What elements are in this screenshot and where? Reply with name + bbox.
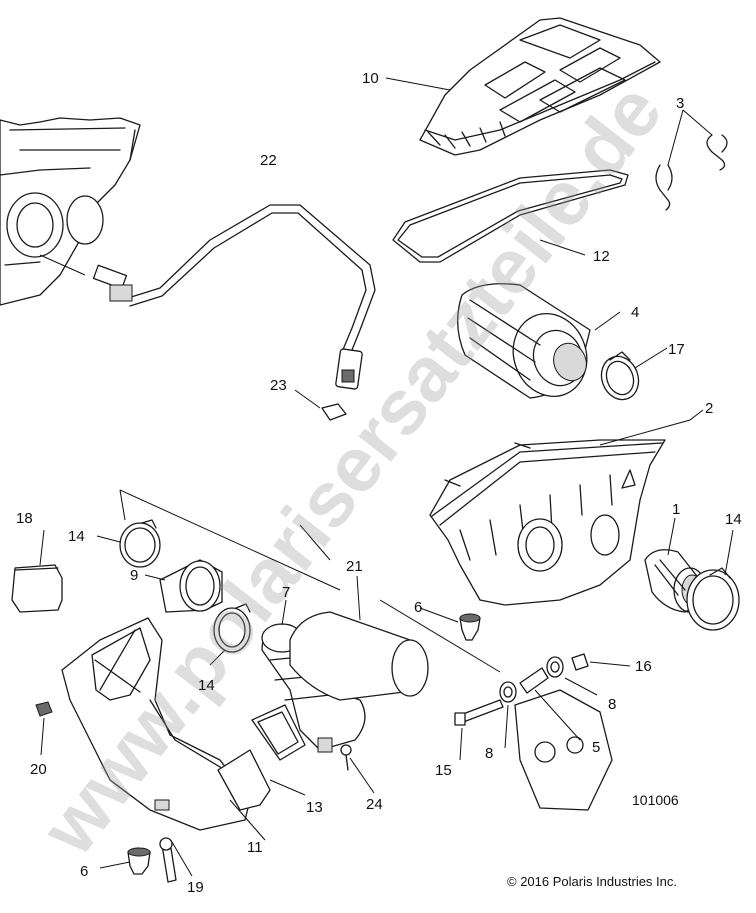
callout-16: 16 <box>635 658 652 675</box>
callout-24: 24 <box>366 796 383 813</box>
callout-23: 23 <box>270 377 287 394</box>
pad-part-18 <box>11 564 63 613</box>
clamps-part-3 <box>655 109 728 211</box>
callout-13: 13 <box>306 799 323 816</box>
callout-12: 12 <box>593 248 610 265</box>
callout-20: 20 <box>30 761 47 778</box>
clamp-part-14-middle <box>213 603 251 653</box>
sleeve-part-21 <box>289 611 429 701</box>
grommet-part-6-lower <box>127 847 151 875</box>
fastener-hardware <box>454 653 613 811</box>
callout-14-middle: 14 <box>198 677 215 694</box>
callout-2: 2 <box>705 400 713 417</box>
callout-6-lower: 6 <box>80 863 88 880</box>
gasket-part-12 <box>392 169 629 263</box>
callout-22: 22 <box>260 152 277 169</box>
clamp-part-14-right <box>686 567 740 631</box>
leader-lines <box>39 77 734 877</box>
grommet-part-6-upper <box>459 613 481 641</box>
air-filter-part-4 <box>457 283 591 399</box>
small-fasteners <box>35 701 352 883</box>
callout-21: 21 <box>346 558 363 575</box>
copyright-text: © 2016 Polaris Industries Inc. <box>507 874 677 889</box>
callout-5: 5 <box>592 739 600 756</box>
callout-14-right: 14 <box>725 511 742 528</box>
duct-adapter-part-13 <box>217 704 306 811</box>
callout-8-left: 8 <box>485 745 493 762</box>
breather-hose-part-22 <box>92 204 376 390</box>
callout-3: 3 <box>676 95 684 112</box>
callout-4: 4 <box>631 304 639 321</box>
callout-17: 17 <box>668 341 685 358</box>
callout-19: 19 <box>187 879 204 896</box>
callout-14-left: 14 <box>68 528 85 545</box>
callout-6-upper: 6 <box>414 599 422 616</box>
callout-7: 7 <box>282 584 290 601</box>
callout-9: 9 <box>130 567 138 584</box>
callout-11: 11 <box>247 839 263 856</box>
airbox-partial-top-left <box>0 117 141 306</box>
connector-part-23 <box>294 389 347 421</box>
callout-10: 10 <box>362 70 379 87</box>
airbox-base-part-2 <box>429 439 666 606</box>
clamp-part-14-left <box>119 519 161 568</box>
callout-labels: 10 3 22 12 4 17 23 2 1 18 14 14 21 9 7 6… <box>16 70 742 896</box>
diagram-number: 101006 <box>632 792 679 808</box>
callout-8-right: 8 <box>608 696 616 713</box>
airbox-lid-part-10 <box>419 17 661 156</box>
filter-clamp-part-17 <box>600 351 640 401</box>
coupler-part-9 <box>159 559 223 613</box>
callout-18: 18 <box>16 510 33 527</box>
callout-1: 1 <box>672 501 680 518</box>
callout-15: 15 <box>435 762 452 779</box>
